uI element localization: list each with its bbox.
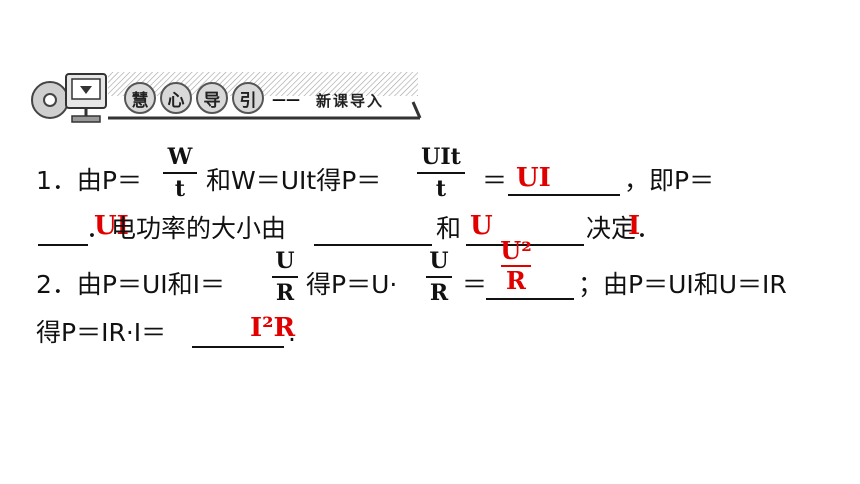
- line2-text-c: 决定．: [586, 214, 662, 243]
- answer-1: UI: [516, 163, 551, 193]
- banner-char-1: 慧: [124, 82, 156, 114]
- answer-5-denominator: R: [506, 266, 526, 295]
- answer-3: U: [470, 211, 493, 241]
- answer-2: UI: [94, 211, 129, 241]
- fraction-numerator: W: [167, 144, 193, 170]
- line2-text-b: 和: [436, 214, 462, 243]
- answer-blank-5[interactable]: [486, 298, 574, 300]
- fraction-u-over-r-2: U R: [424, 248, 454, 306]
- fraction-w-over-t: W t: [162, 144, 198, 202]
- fraction-denominator: R: [429, 280, 449, 306]
- line3-text-c: ＝: [462, 270, 488, 299]
- fraction-numerator: UIt: [421, 144, 461, 170]
- answer-6: I²R: [250, 313, 296, 343]
- line1-text-a: 1．由P＝: [36, 166, 142, 195]
- line1-text-c: ＝: [482, 166, 508, 195]
- line4-text-a: 得P＝IR·I＝: [36, 318, 167, 347]
- answer-5-fraction: U² R: [498, 238, 534, 294]
- fraction-bar: [163, 172, 197, 174]
- fraction-numerator: U: [275, 248, 295, 274]
- fraction-uit-over-t: UIt t: [416, 144, 466, 202]
- line4-text-b: .: [288, 318, 296, 347]
- line3-text-d: ；由P＝UI和U＝IR: [578, 270, 787, 299]
- answer-blank-6[interactable]: [192, 346, 284, 348]
- fraction-denominator: t: [435, 176, 447, 202]
- mascot-banner-graphic: [31, 72, 422, 123]
- answer-5-fraction-bar: [501, 265, 531, 267]
- banner-subtitle: 新课导入: [316, 92, 385, 110]
- answer-blank-3[interactable]: [314, 244, 432, 246]
- section-banner: [28, 66, 428, 130]
- fraction-denominator: t: [174, 176, 186, 202]
- fraction-bar: [426, 276, 452, 278]
- answer-blank-4[interactable]: [466, 244, 584, 246]
- line3-text-b: 得P＝U·: [306, 270, 398, 299]
- banner-char-4: 引: [232, 82, 264, 114]
- banner-dash: ——: [272, 92, 300, 108]
- fraction-numerator: U: [429, 248, 449, 274]
- answer-blank-1[interactable]: [508, 194, 620, 196]
- banner-char-3: 导: [196, 82, 228, 114]
- fraction-u-over-r-1: U R: [270, 248, 300, 306]
- fraction-bar: [272, 276, 298, 278]
- banner-char-2: 心: [160, 82, 192, 114]
- answer-5-numerator: U²: [500, 236, 532, 265]
- line3-text-a: 2．由P＝UI和I＝: [36, 270, 226, 299]
- answer-blank-2[interactable]: [38, 244, 88, 246]
- line2-text-a: ．电功率的大小由: [86, 214, 287, 243]
- fraction-denominator: R: [275, 280, 295, 306]
- line1-text-b: 和W＝UIt得P＝: [206, 166, 382, 195]
- answer-4: I: [628, 211, 641, 241]
- line1-text-d: ，即P＝: [624, 166, 715, 195]
- fraction-bar: [417, 172, 465, 174]
